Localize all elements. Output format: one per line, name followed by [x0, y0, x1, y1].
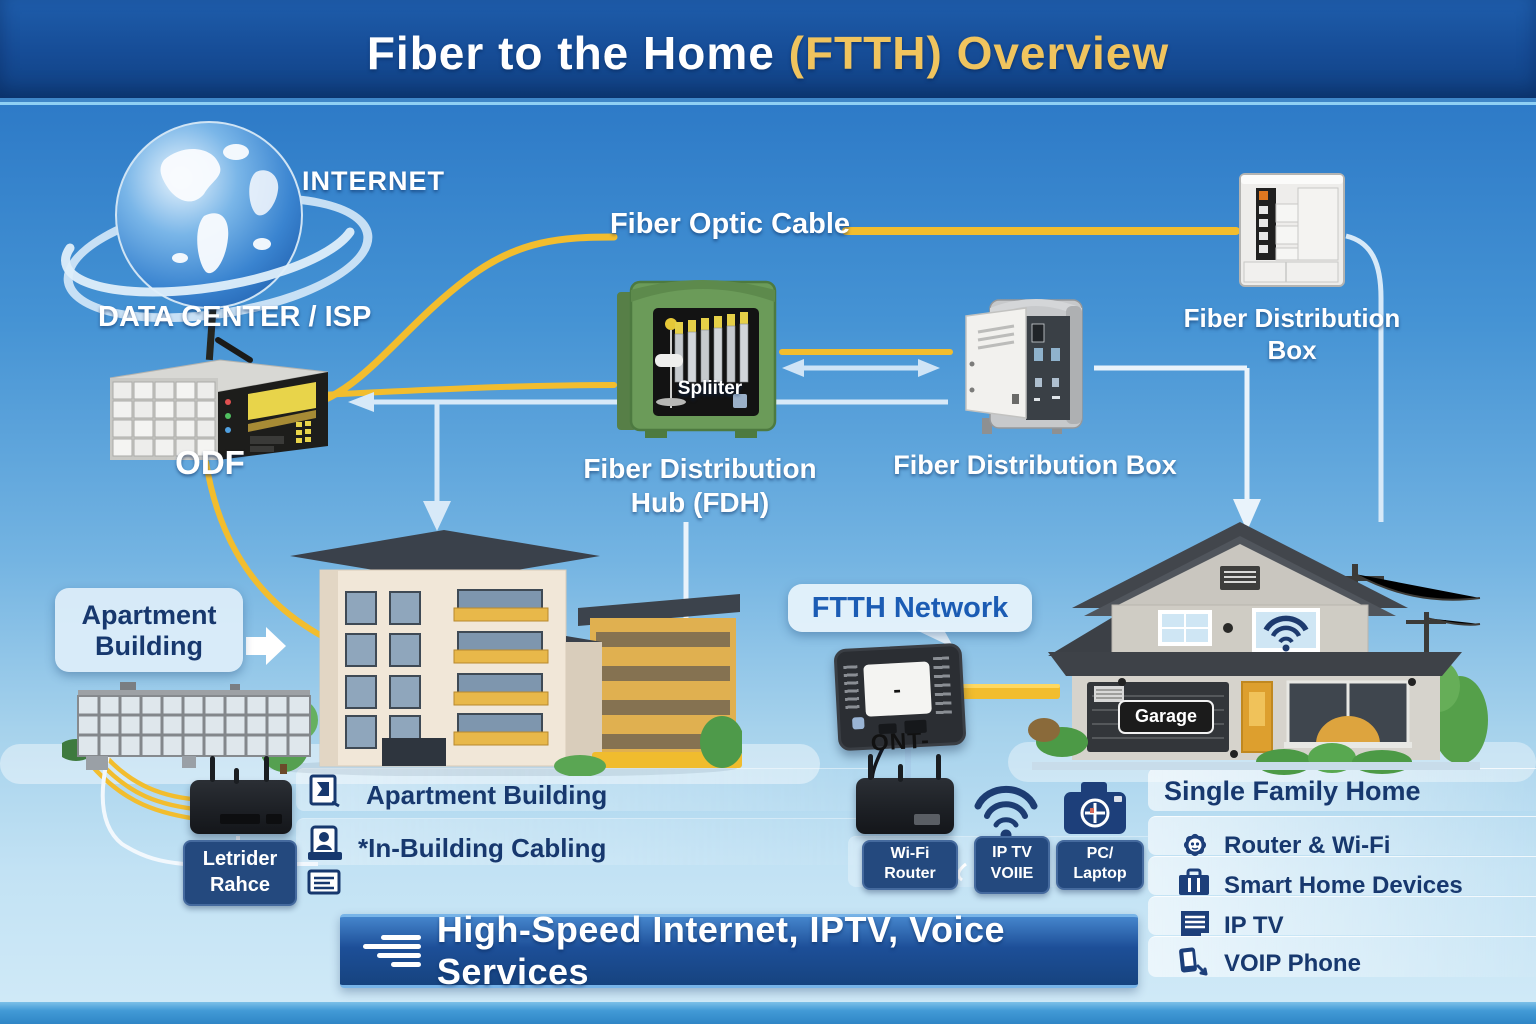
pc-laptop-icon	[1064, 782, 1126, 834]
router-display	[914, 814, 940, 825]
title-banner	[0, 0, 1536, 98]
apartment-router-badge-line2: Rahce	[209, 874, 271, 896]
router-front-slot	[220, 814, 260, 824]
apartment-router-badge-line1: Letrider	[202, 848, 278, 870]
right-legend-item-router: Router & Wi-Fi	[1224, 832, 1391, 859]
iptv-voice-badge: IP TV VOIIE	[974, 836, 1050, 894]
router-antenna	[936, 754, 941, 780]
fdh-label-line1: Fiber Distribution	[583, 453, 817, 484]
services-banner-text: High-Speed Internet, IPTV, Voice Service…	[436, 909, 1006, 992]
ont-label: -ONT-	[870, 675, 931, 756]
smart-home-icon	[1179, 868, 1209, 895]
right-legend-item-smarthome: Smart Home Devices	[1224, 872, 1463, 899]
fdb-mid-cabinet	[965, 299, 1083, 434]
right-legend-stripe-1	[1148, 816, 1536, 855]
ont-port	[878, 723, 897, 735]
apartment-building-card: Apartment Building	[55, 588, 243, 672]
right-legend-header: Single Family Home	[1164, 776, 1421, 806]
bottom-strip	[0, 1002, 1536, 1024]
left-legend-stripe-2	[296, 818, 876, 865]
page-title-main: Fiber to the Home	[366, 27, 775, 79]
wifi-router-badge-line2: Router	[884, 865, 936, 882]
router-wifi-icon	[1183, 833, 1207, 857]
ont-port	[904, 719, 927, 734]
apartment-card-line1: Apartment	[81, 600, 217, 630]
title-banner-glow	[0, 102, 1536, 105]
cabling-icon	[308, 825, 342, 860]
ont-side-ports	[932, 656, 952, 716]
fdh-label-line2: Hub (FDH)	[630, 487, 770, 518]
apartment-router-badge: Letrider Rahce	[183, 840, 297, 906]
odf-label: ODF	[175, 444, 245, 481]
right-legend-item-voip: VOIP Phone	[1224, 950, 1361, 977]
router-antenna-stub	[898, 764, 903, 782]
garage-label: Garage	[1118, 700, 1214, 734]
internet-globe	[115, 121, 303, 309]
fdb-wall-unit	[1239, 173, 1345, 287]
pc-laptop-badge-line2: Laptop	[1073, 865, 1127, 882]
left-legend-item-apartment: Apartment Building	[366, 780, 608, 810]
ont-side-ports	[843, 665, 860, 710]
fdb-right-label: Fiber Distribution Box	[1172, 302, 1412, 366]
wifi-router-device	[856, 754, 954, 834]
wifi-router-badge-line1: Wi-Fi	[890, 845, 930, 862]
title-banner-edge	[0, 98, 1536, 102]
tv-icon	[307, 869, 341, 895]
odf-device	[109, 337, 329, 460]
apartment-card-line2: Building	[95, 631, 203, 661]
iptv-icon	[1181, 911, 1209, 936]
router-antenna	[868, 754, 873, 780]
ftth-network-label: FTTH Network	[811, 592, 1009, 624]
ont-device: -ONT-	[833, 642, 967, 756]
building-icon	[309, 774, 340, 808]
services-banner: High-Speed Internet, IPTV, Voice Service…	[340, 909, 1138, 992]
speed-lines-icon	[354, 931, 427, 971]
left-legend-item-cabling: *In-Building Cabling	[358, 833, 607, 863]
data-center-label: DATA CENTER / ISP	[98, 301, 372, 333]
fdb-mid-label: Fiber Distribution Box	[893, 450, 1177, 480]
fdb-right-label-line1: Fiber Distribution	[1183, 303, 1401, 333]
page-title: Fiber to the Home (FTTH) Overview	[0, 26, 1536, 80]
iptv-voice-badge-line2: VOIIE	[990, 865, 1034, 882]
right-legend-stripe-4	[1148, 936, 1536, 977]
pc-laptop-badge: PC/ Laptop	[1056, 840, 1144, 890]
page-title-accent: (FTTH) Overview	[788, 27, 1170, 79]
right-legend-stripe-3	[1148, 896, 1536, 935]
splitter-label: Spliiter	[677, 378, 743, 399]
voip-icon	[1179, 947, 1208, 976]
iptv-voice-badge-line1: IP TV	[992, 844, 1032, 861]
right-legend-stripe-2	[1148, 856, 1536, 895]
apartment-card-text: Apartment Building	[55, 588, 243, 662]
router-antenna	[264, 756, 269, 782]
fdh-label: Fiber Distribution Hub (FDH)	[575, 452, 825, 520]
fdh-cabinet	[617, 280, 777, 438]
ont-screen: -ONT-	[863, 661, 932, 756]
wifi-router-badge: Wi-Fi Router	[862, 840, 958, 890]
wifi-icon	[974, 785, 1038, 841]
low-building-illustration	[62, 682, 311, 770]
ftth-network-bubble: FTTH Network	[788, 584, 1032, 632]
right-legend-item-iptv: IP TV	[1224, 912, 1284, 939]
pc-laptop-badge-line1: PC/	[1086, 845, 1114, 862]
router-antenna	[210, 756, 215, 782]
router-antenna-stub	[234, 768, 239, 784]
internet-label: INTERNET	[302, 166, 445, 196]
fdb-right-label-line2: Box	[1267, 335, 1317, 365]
apartment-building-illustration	[262, 530, 742, 776]
ont-led	[852, 716, 865, 730]
house-illustration	[1028, 522, 1488, 775]
router-front-slot	[266, 814, 282, 824]
fiber-optic-cable-label: Fiber Optic Cable	[609, 208, 851, 240]
apartment-router-device	[190, 756, 292, 834]
garage-label-text: Garage	[1134, 706, 1198, 726]
globe-orbit-front-arc	[61, 227, 355, 297]
